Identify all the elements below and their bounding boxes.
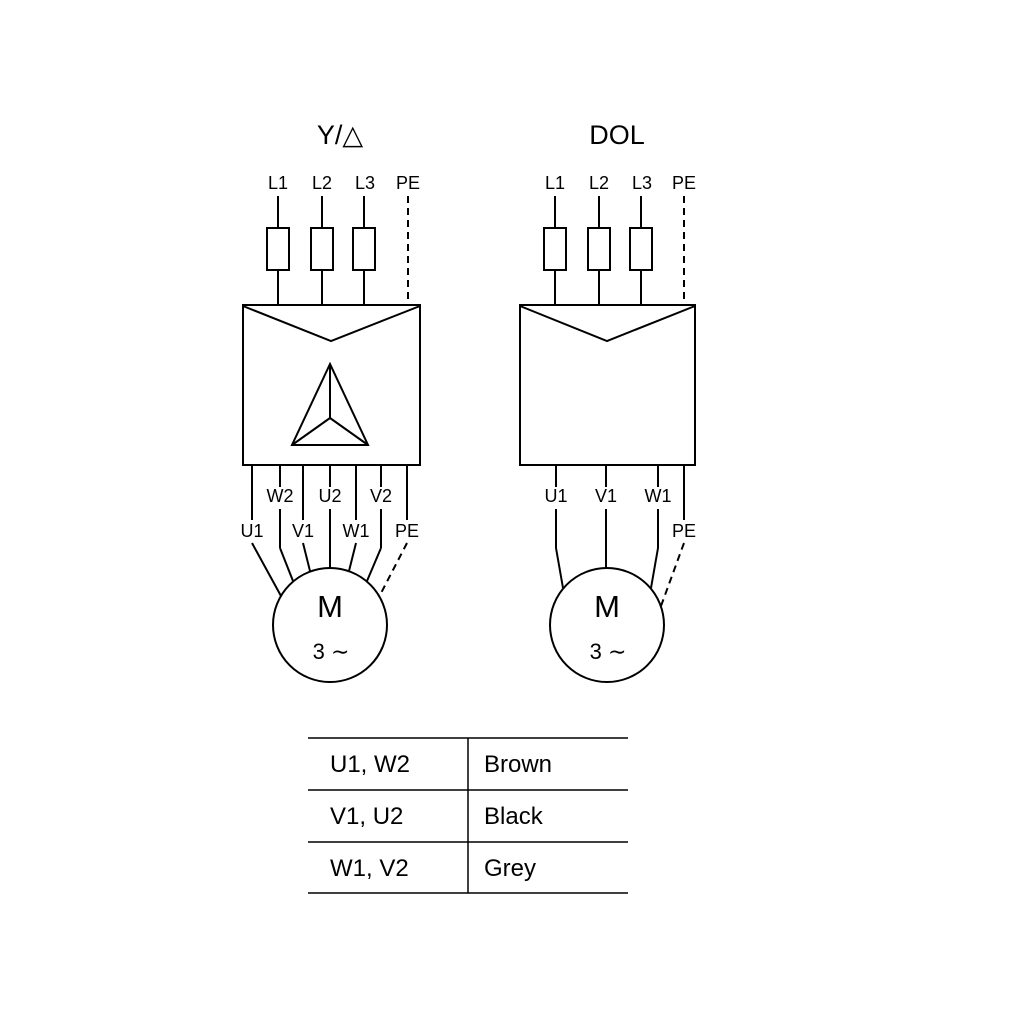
table-cell-color: Black [484, 803, 544, 830]
terminal-wire-w1-slant [650, 547, 659, 589]
star-delta-title: Y/△ [317, 120, 364, 150]
motor-letter: M [594, 589, 620, 624]
motor-phase: 3 ∼ [590, 639, 627, 664]
supply-label-l1: L1 [268, 173, 288, 193]
table-row: W1, V2 Grey [330, 855, 536, 882]
terminal-wire-w1-slant [348, 542, 357, 572]
terminal-wire-w2-slant [279, 547, 294, 582]
fuse-l1 [543, 227, 567, 271]
supply-label-pe: PE [396, 173, 420, 193]
starter-box [519, 304, 696, 466]
table-row: V1, U2 Black [330, 803, 544, 830]
fuse-l2 [587, 227, 611, 271]
terminal-wire-v2-slant [366, 547, 382, 582]
table-cell-terminals: V1, U2 [330, 803, 403, 830]
terminal-label-v2: V2 [370, 486, 392, 506]
terminal-label-w2: W2 [267, 486, 294, 506]
dol-diagram: DOL L1 L2 L3 PE U1 V1 W1 PE [519, 120, 696, 683]
terminal-wire-pe-dashed [660, 542, 685, 607]
supply-label-l2: L2 [589, 173, 609, 193]
supply-label-l3: L3 [355, 173, 375, 193]
terminal-label-u2: U2 [318, 486, 341, 506]
terminal-wire-v1-slant [302, 542, 311, 572]
terminal-wire-u1-slant [555, 547, 564, 589]
contactor-chevron-icon [242, 305, 421, 343]
terminal-label-v1: V1 [292, 521, 314, 541]
terminal-label-w1: W1 [343, 521, 370, 541]
terminal-label-u1: U1 [544, 486, 567, 506]
contactor-chevron-icon [519, 305, 696, 343]
supply-label-l1: L1 [545, 173, 565, 193]
supply-label-pe: PE [672, 173, 696, 193]
fuse-l2 [310, 227, 334, 271]
fuse-l3 [629, 227, 653, 271]
terminal-label-w1: W1 [645, 486, 672, 506]
fuse-l3 [352, 227, 376, 271]
color-legend-table: U1, W2 Brown V1, U2 Black W1, V2 Grey [308, 737, 628, 894]
starter-box [242, 304, 421, 466]
table-cell-terminals: W1, V2 [330, 855, 409, 882]
table-row: U1, W2 Brown [330, 751, 552, 778]
terminal-label-u1: U1 [240, 521, 263, 541]
terminal-label-pe: PE [395, 521, 419, 541]
motor-circle [549, 567, 665, 683]
table-cell-color: Grey [484, 855, 536, 882]
delta-spoke [291, 417, 331, 446]
motor-phase: 3 ∼ [313, 639, 350, 664]
fuse-l1 [266, 227, 290, 271]
terminal-wire-pe-dashed [378, 542, 408, 598]
table-cell-terminals: U1, W2 [330, 751, 410, 778]
supply-label-l3: L3 [632, 173, 652, 193]
dol-title: DOL [589, 120, 645, 150]
motor-letter: M [317, 589, 343, 624]
delta-spoke [329, 417, 369, 446]
table-cell-color: Brown [484, 751, 552, 778]
supply-label-l2: L2 [312, 173, 332, 193]
star-delta-diagram: Y/△ L1 L2 L3 PE [240, 120, 421, 683]
motor-circle [272, 567, 388, 683]
terminal-wire-u1-slant [251, 542, 282, 597]
terminal-label-pe: PE [672, 521, 696, 541]
delta-symbol-icon [290, 361, 370, 446]
terminal-label-v1: V1 [595, 486, 617, 506]
